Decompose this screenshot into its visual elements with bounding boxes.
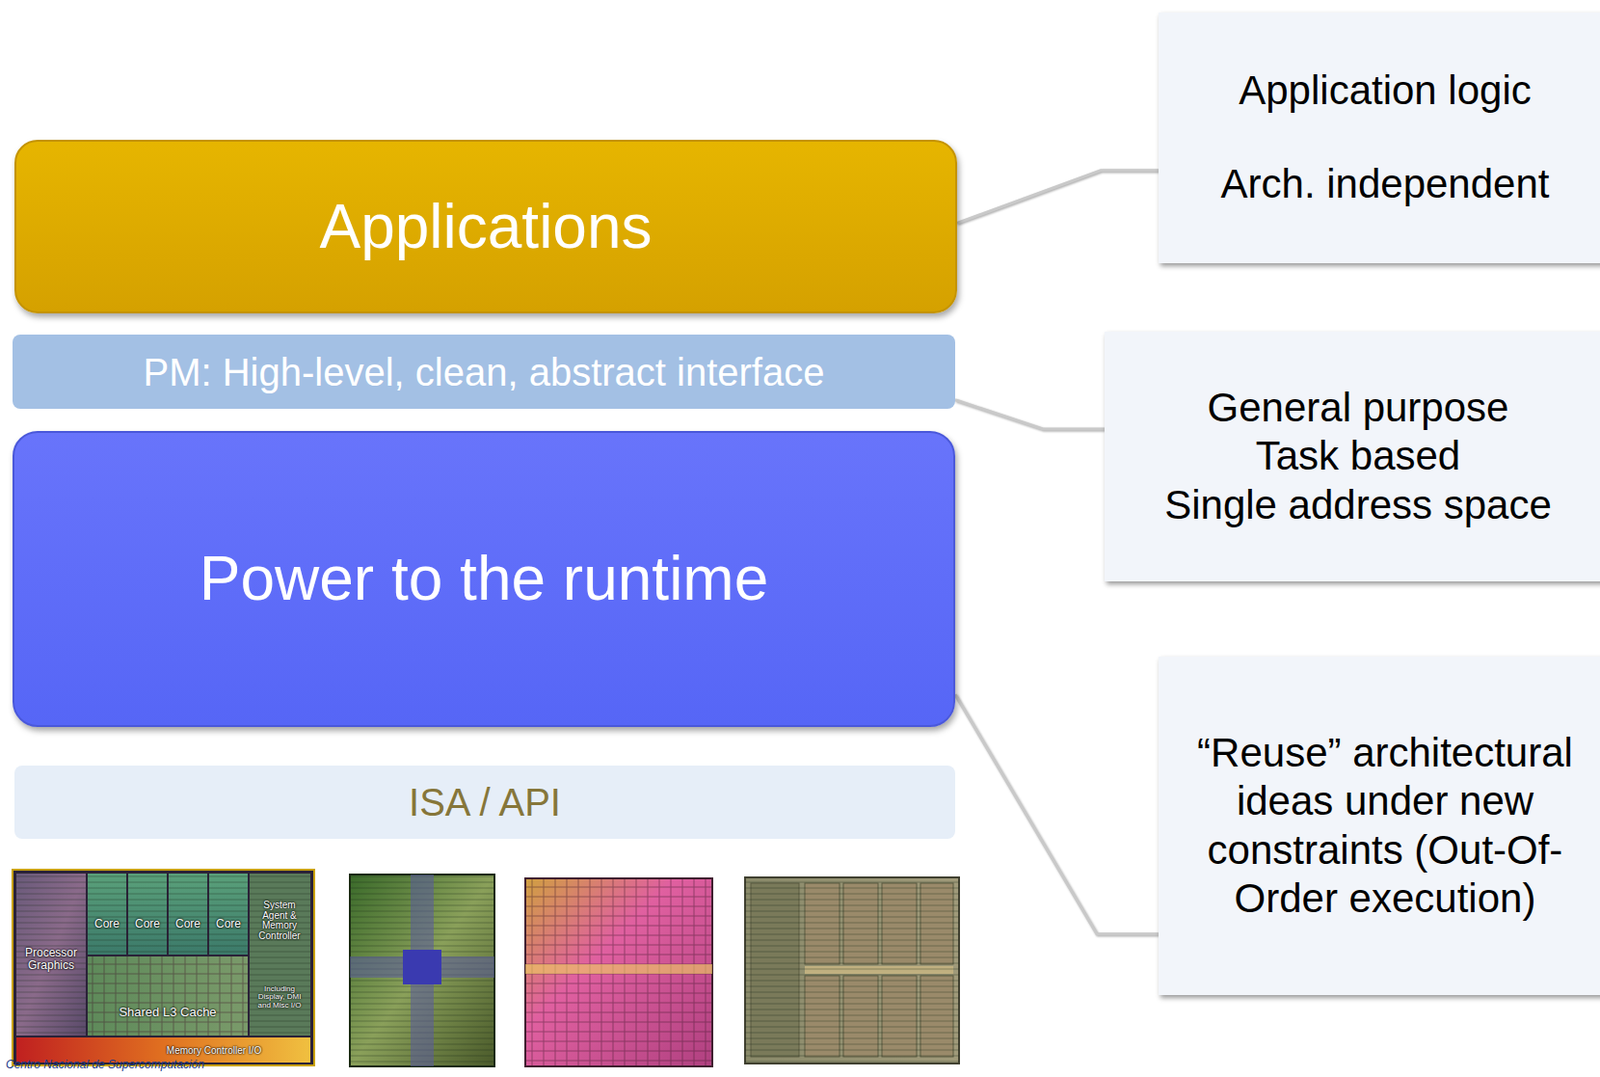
callout-box: “Reuse” architectural ideas under new co… [1158,656,1600,995]
node-text: ISA / API [408,778,561,826]
callout-box: Application logicArch. independent [1158,12,1600,264]
chip-label: Core [210,917,247,931]
watermark: Centro Nacional de Supercomputación [5,1058,205,1071]
chip-label: System Agent & Memory Controller [250,900,309,941]
node-text: Single address space [1164,480,1552,530]
node-text: Task based [1255,431,1461,480]
chip-label: Core [169,917,207,931]
chip-label: Shared L3 Cache [95,1005,240,1019]
node-text: Application logic [1238,66,1532,115]
node-text: Power to the runtime [199,541,770,616]
node-text: Applications [319,189,652,265]
leader-line [955,400,1105,429]
node-text: PM: High-level, clean, abstract interfac… [143,348,826,396]
leader-line [955,693,1159,934]
callout-box: General purposeTask basedSingle address … [1104,331,1600,582]
node-text: “Reuse” architectural ideas under new co… [1177,728,1593,924]
layer-box: Power to the runtime [12,430,956,727]
chip-label: Core [88,917,126,931]
node-text: General purpose [1207,383,1510,432]
interface-band: ISA / API [14,765,956,839]
chip-label: Core [129,917,166,931]
node-text: Arch. independent [1221,160,1550,209]
chip-label: Processor Graphics [19,946,83,971]
chip-label: Including Display, DMI and Misc I/O [250,985,309,1010]
interface-band: PM: High-level, clean, abstract interfac… [12,334,956,409]
layer-box: Applications [14,139,958,314]
chip-label: Memory Controller I/O [136,1045,292,1057]
leader-line [957,170,1159,224]
